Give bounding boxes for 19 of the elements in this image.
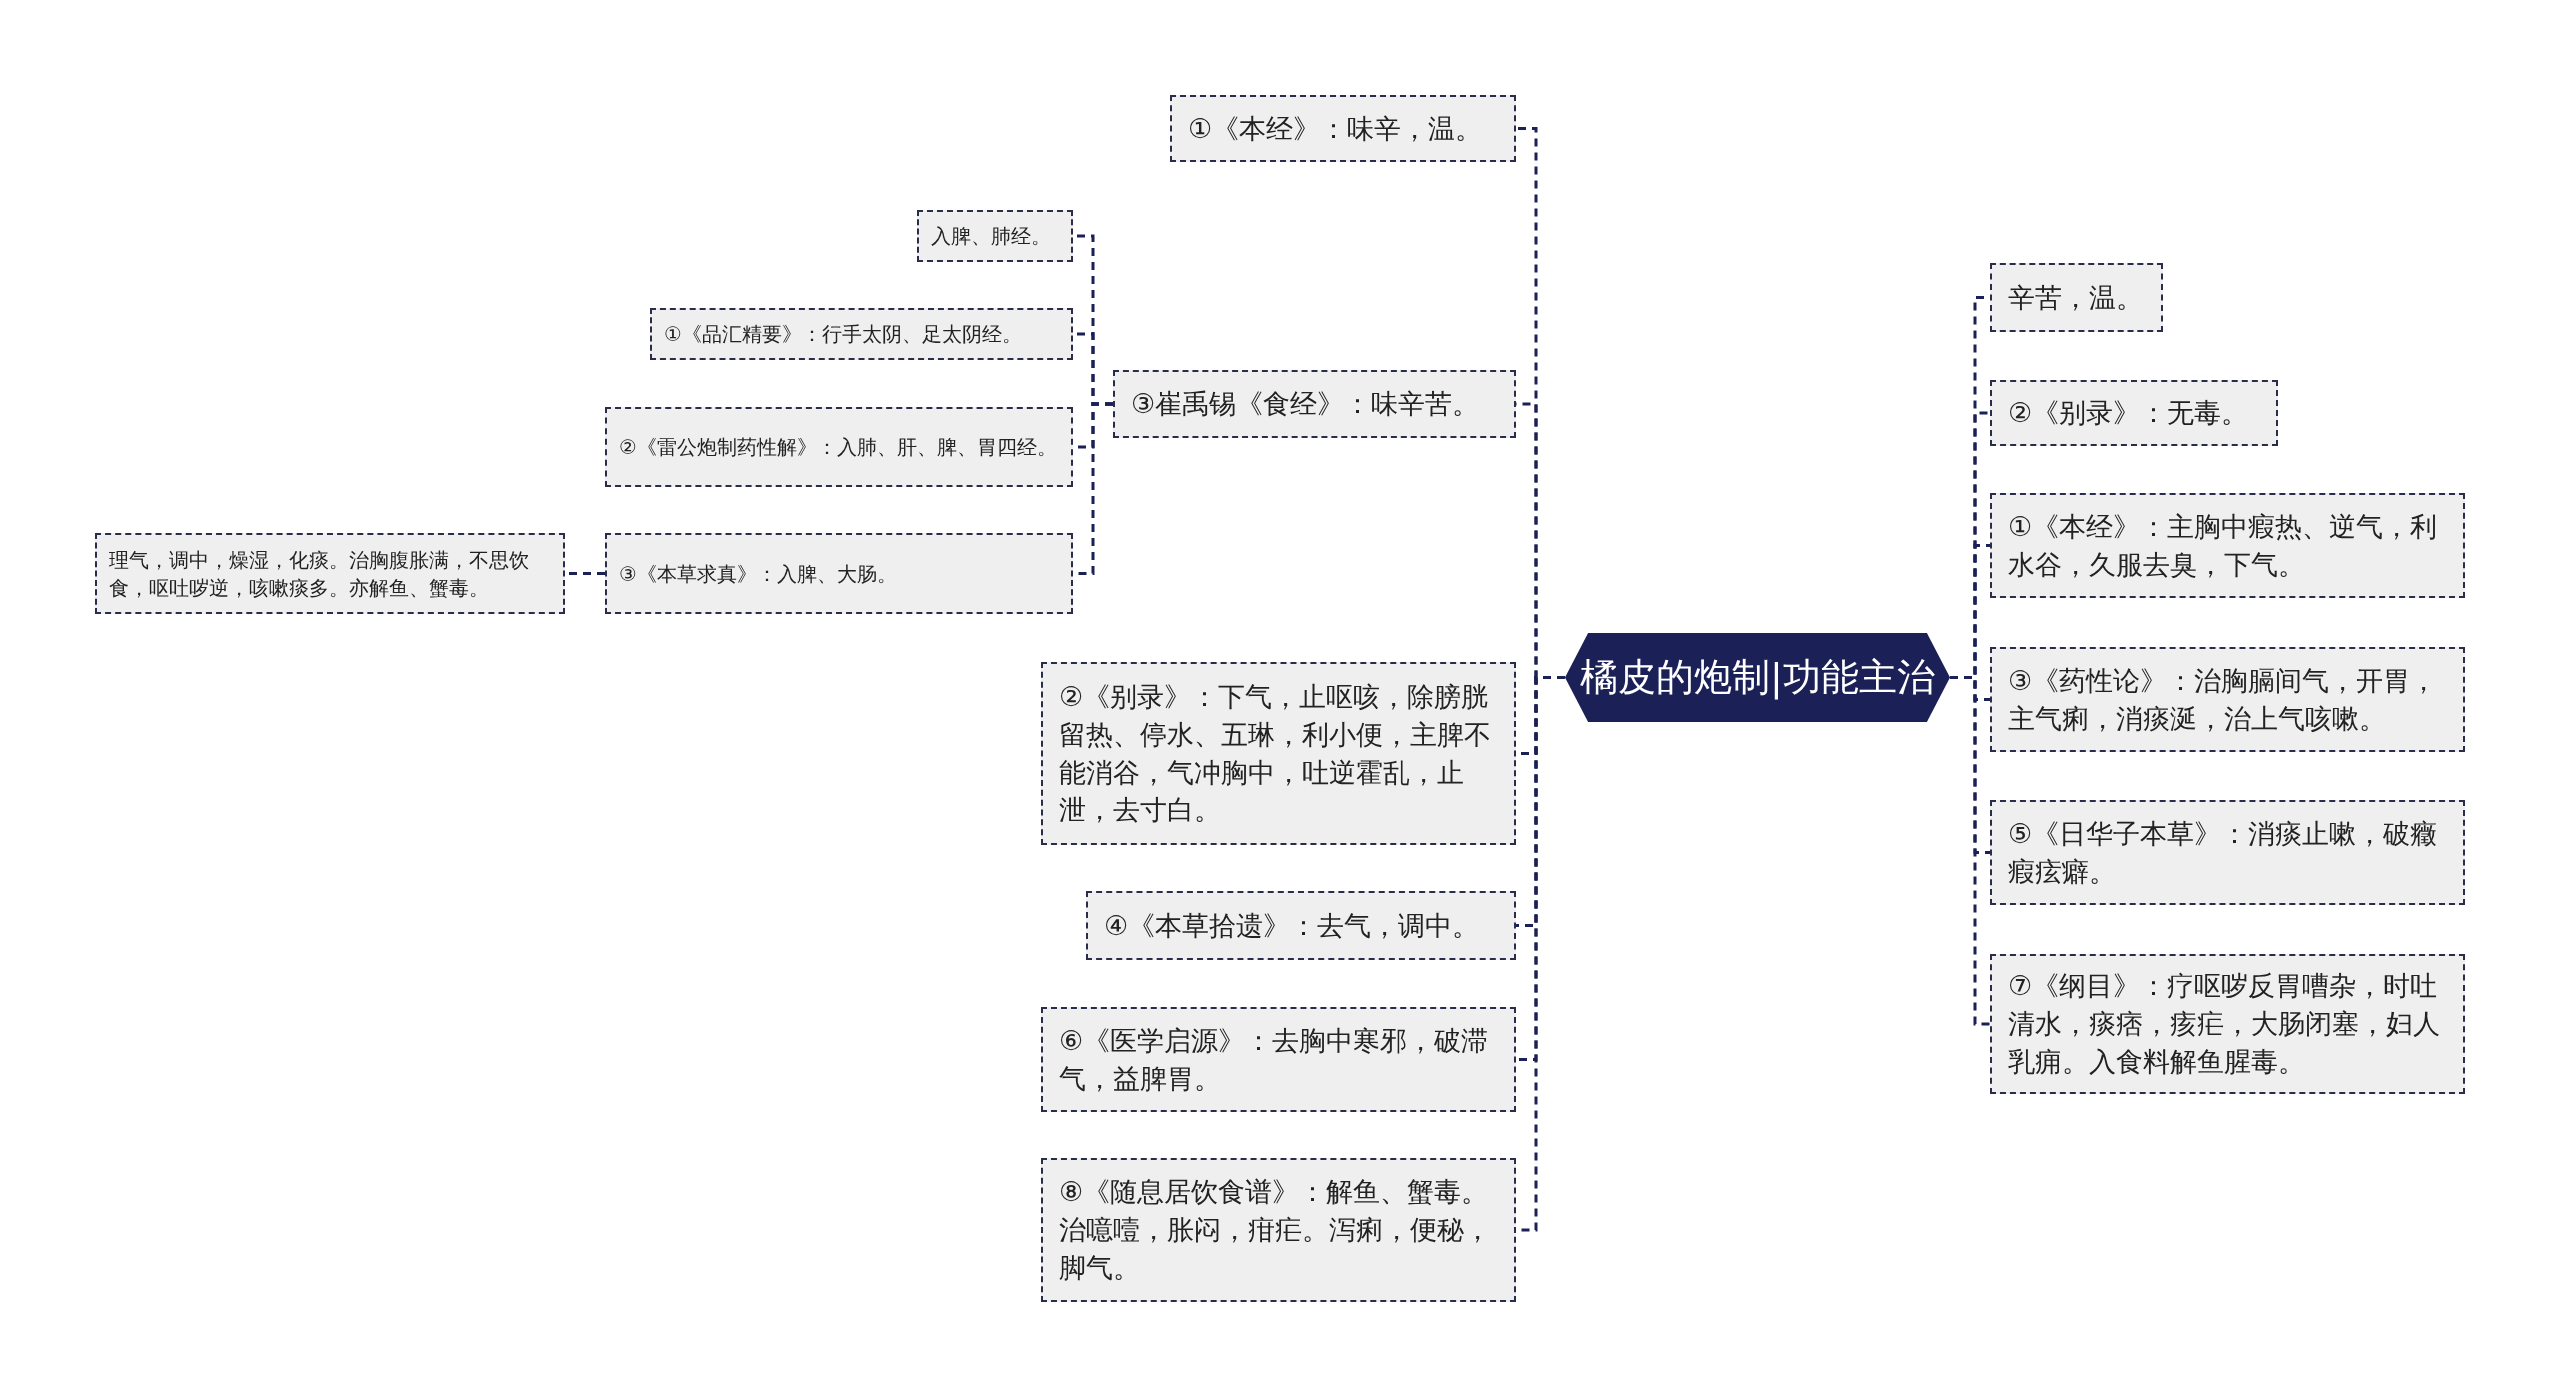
topic-box: 辛苦，温。 — [1990, 263, 2163, 332]
topic-box: ③《药性论》：治胸膈间气，开胃，主气痢，消痰涎，治上气咳嗽。 — [1990, 647, 2465, 752]
topic-box: ②《雷公炮制药性解》：入肺、肝、脾、胃四经。 — [605, 407, 1073, 487]
topic-box: ⑦《纲目》：疗呕哕反胃嘈杂，时吐清水，痰痞，痎疟，大肠闭塞，妇人乳痈。入食料解鱼腥毒。 — [1990, 954, 2465, 1094]
topic-box: 入脾、肺经。 — [917, 210, 1073, 262]
topic-box: 理气，调中，燥湿，化痰。治胸腹胀满，不思饮食，呕吐哕逆，咳嗽痰多。亦解鱼、蟹毒。 — [95, 533, 565, 614]
topic-box: ⑤《日华子本草》：消痰止嗽，破癥瘕痃癖。 — [1990, 800, 2465, 905]
topic-box: ③崔禹锡《食经》：味辛苦。 — [1113, 370, 1516, 438]
topic-box: ①《本经》：味辛，温。 — [1170, 95, 1516, 162]
topic-box: ②《别录》：下气，止呕咳，除膀胱留热、停水、五琳，利小便，主脾不能消谷，气冲胸中，吐逆霍乱，止泄，去寸白。 — [1041, 662, 1516, 845]
topic-box: ①《本经》：主胸中瘕热、逆气，利水谷，久服去臭，下气。 — [1990, 493, 2465, 598]
central-topic: 橘皮的炮制|功能主治 — [1565, 633, 1950, 722]
connector-line — [1950, 676, 1990, 1026]
topic-box: ①《品汇精要》：行手太阴、足太阴经。 — [650, 308, 1073, 360]
topic-box: ③《本草求真》：入脾、大肠。 — [605, 533, 1073, 614]
topic-box: ⑥《医学启源》：去胸中寒邪，破滞气，益脾胃。 — [1041, 1007, 1516, 1112]
topic-box: ②《别录》：无毒。 — [1990, 380, 2278, 446]
topic-box: ④《本草拾遗》：去气，调中。 — [1086, 891, 1516, 960]
topic-box: ⑧《随息居饮食谱》：解鱼、蟹毒。治噫噎，胀闷，疳疟。泻痢，便秘，脚气。 — [1041, 1158, 1516, 1302]
